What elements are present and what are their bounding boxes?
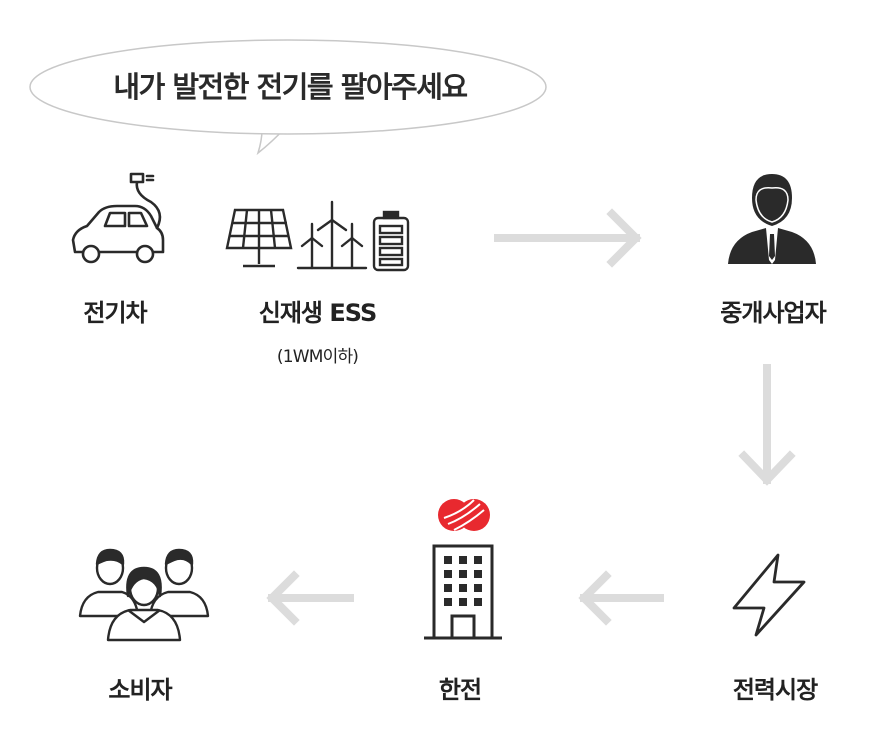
broker-label: 중개사업자 xyxy=(720,299,826,327)
lightning-bolt-icon xyxy=(732,553,806,637)
office-building-icon xyxy=(424,544,502,640)
speech-bubble xyxy=(29,39,547,156)
renewable-label: 신재생 ESS xyxy=(258,299,377,327)
arrow-left-2 xyxy=(266,570,354,626)
renewable-note: (1WM이하) xyxy=(276,347,359,367)
people-group-icon xyxy=(78,548,210,642)
arrow-right xyxy=(494,208,642,268)
kepco-label: 한전 xyxy=(438,676,482,704)
ev-label: 전기차 xyxy=(83,299,147,327)
businessman-icon xyxy=(728,174,816,264)
speech-bubble-text: 내가 발전한 전기를 팔아주세요 xyxy=(113,70,468,104)
solar-panel-icon xyxy=(225,208,293,268)
battery-icon xyxy=(372,210,410,272)
electric-car-icon xyxy=(71,172,165,264)
arrow-down xyxy=(738,364,796,486)
consumer-label: 소비자 xyxy=(108,676,172,704)
wind-turbine-icon xyxy=(296,200,368,270)
arrow-left-1 xyxy=(578,570,664,626)
market-label: 전력시장 xyxy=(732,676,818,704)
kepco-logo xyxy=(438,499,490,531)
